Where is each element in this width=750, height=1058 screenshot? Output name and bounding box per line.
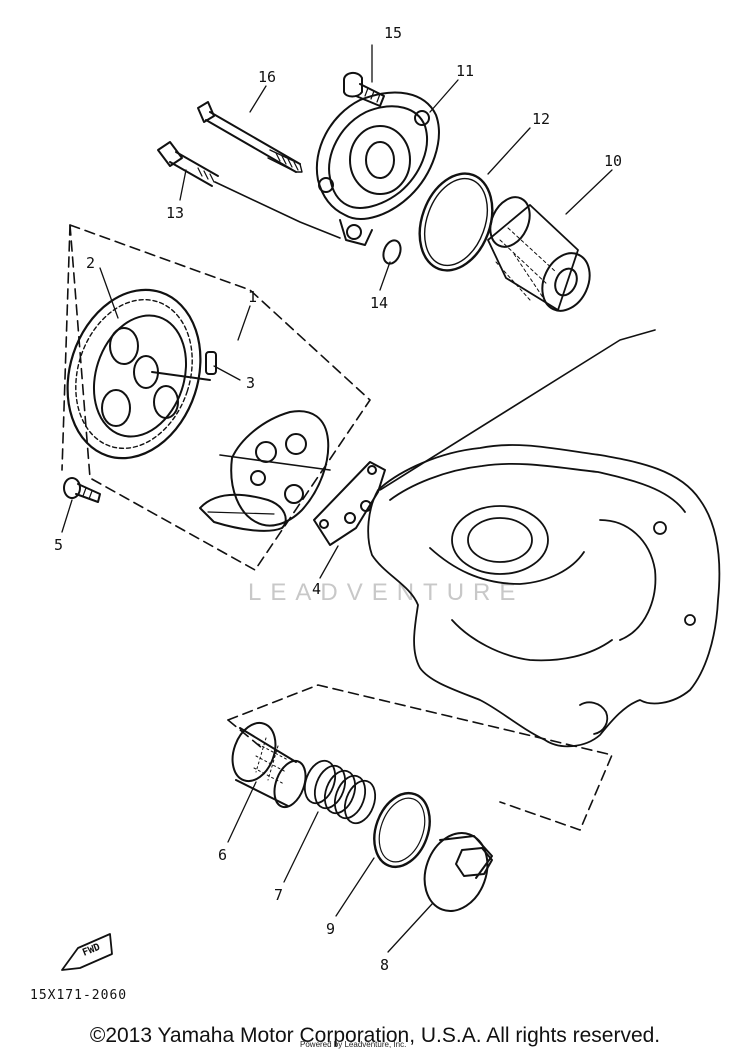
pump-gasket-part <box>313 461 386 546</box>
callout-1: 1 <box>248 288 257 306</box>
cover-bolt-part <box>343 72 385 107</box>
crankcase-outline <box>367 444 721 748</box>
short-bolt-part <box>157 141 219 187</box>
callout-7: 7 <box>274 886 283 904</box>
callout-8: 8 <box>380 956 389 974</box>
o-ring-large-part <box>418 172 494 272</box>
callout-4: 4 <box>312 580 321 598</box>
o-ring-small-part <box>382 239 402 265</box>
oil-pump-gear-part <box>66 288 211 460</box>
callout-6: 6 <box>218 846 227 864</box>
pump-screw-part <box>63 477 101 503</box>
callout-9: 9 <box>326 920 335 938</box>
leader-lines-solid <box>214 181 656 491</box>
callout-14: 14 <box>370 294 388 312</box>
long-bolt-part <box>197 101 303 173</box>
callout-leaders <box>61 44 613 953</box>
exploded-parts-diagram: LEADVENTURE <box>54 24 721 974</box>
callout-3: 3 <box>246 374 255 392</box>
strainer-spring-part <box>303 759 377 825</box>
drain-o-ring-part <box>373 792 431 868</box>
dowel-pin-part <box>205 351 217 375</box>
drain-plug-part <box>423 832 493 912</box>
callout-12: 12 <box>532 110 550 128</box>
callout-5: 5 <box>54 536 63 554</box>
callout-10: 10 <box>604 152 622 170</box>
callout-2: 2 <box>86 254 95 272</box>
callout-16: 16 <box>258 68 276 86</box>
watermark-text: LEADVENTURE <box>248 579 524 606</box>
oil-pump-assembly-part <box>199 410 330 532</box>
powered-by-text: Powered by Leadventure, Inc. <box>300 1040 407 1049</box>
callout-11: 11 <box>456 62 474 80</box>
callout-13: 13 <box>166 204 184 222</box>
copyright-notice: ©2013 Yamaha Motor Corporation, U.S.A. A… <box>89 1024 661 1047</box>
filter-cover-part <box>315 91 440 246</box>
callout-15: 15 <box>384 24 402 42</box>
fwd-arrow-icon: FWD <box>61 933 113 971</box>
assembly-guide-lines <box>61 224 613 831</box>
oil-strainer-part <box>231 721 307 809</box>
diagram-part-code: 15X171-2060 <box>30 988 128 1003</box>
oil-filter-element-part <box>487 196 591 312</box>
